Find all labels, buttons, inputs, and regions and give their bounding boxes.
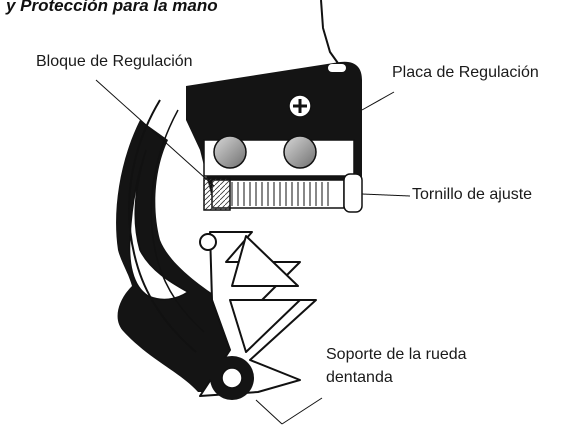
label-tornillo-ajuste: Tornillo de ajuste xyxy=(412,186,533,203)
bolt-right xyxy=(283,135,317,169)
wheel-rim-inner xyxy=(150,109,205,333)
leader-soporte-b xyxy=(255,399,283,425)
diagram-title: y Protección para la mano xyxy=(6,0,218,15)
bolt-left xyxy=(213,135,247,169)
wheel-rim-outer xyxy=(128,99,197,353)
bracket-inner-triangle xyxy=(231,235,299,287)
label-soporte-line1: Soporte de la rueda xyxy=(326,346,467,363)
guard-inner-cutout xyxy=(128,149,190,301)
leader-tornillo xyxy=(361,193,411,197)
pivot-hole xyxy=(199,233,217,251)
leader-placa xyxy=(361,91,395,111)
label-soporte-line2: dentanda xyxy=(326,369,393,386)
screw-threads xyxy=(231,182,329,206)
bracket-inner-edge xyxy=(229,299,301,353)
plus-screw-icon xyxy=(288,94,312,118)
upper-cable xyxy=(320,0,341,67)
plate-slot xyxy=(328,64,346,72)
regulation-block xyxy=(203,177,231,211)
leader-soporte xyxy=(281,397,323,425)
screw-knob xyxy=(343,173,363,213)
handle-guard-body xyxy=(116,120,232,392)
label-placa-regulacion: Placa de Regulación xyxy=(392,64,539,81)
label-bloque-regulacion: Bloque de Regulación xyxy=(36,53,193,70)
leader-bloque xyxy=(95,79,215,187)
support-wheel-hole xyxy=(221,367,243,389)
